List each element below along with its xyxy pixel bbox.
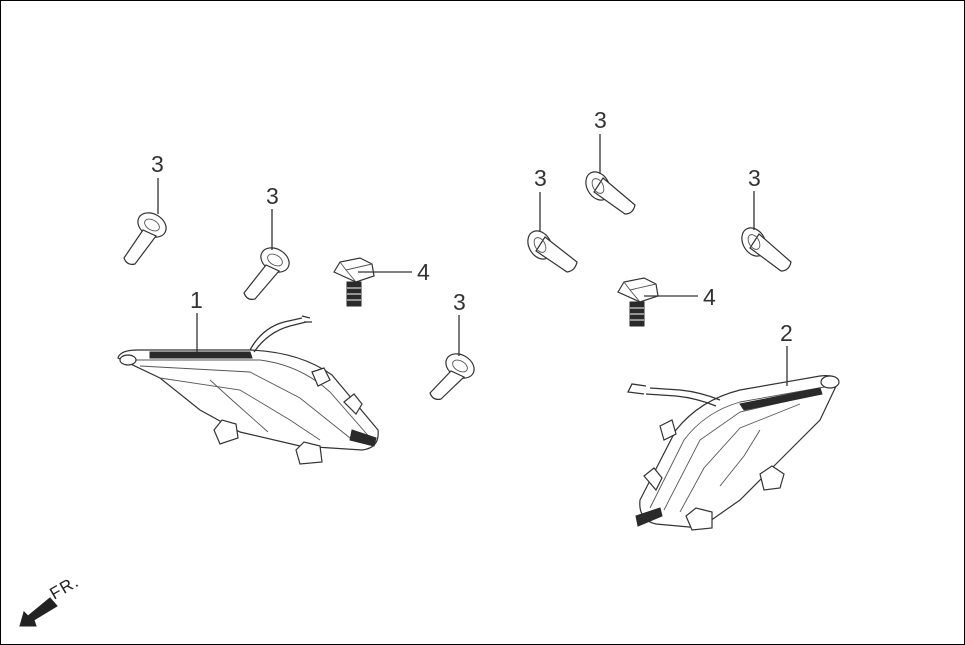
lamp-assembly-1 [117,315,379,465]
callout-lamp-2: 2 [780,320,793,346]
callout-lamp-1: 1 [190,287,203,313]
screw-3-b [243,247,290,300]
callout-bolt-4-a: 4 [417,259,430,285]
leader-lines [157,134,788,386]
front-arrow-icon [19,597,58,627]
screw-3-a [123,212,167,265]
lamp-assembly-2 [627,375,840,531]
screw-3-d [527,230,578,273]
callout-screw-3-c: 3 [453,289,466,315]
front-direction-label: FR. [47,572,83,604]
screw-3-f [741,227,792,272]
callout-screw-3-b: 3 [266,183,279,209]
callout-screw-3-f: 3 [748,165,761,191]
callout-bolt-4-b: 4 [703,284,716,310]
bolt-4-b [617,277,659,327]
callout-screw-3-a: 3 [151,151,164,177]
callout-screw-3-d: 3 [534,165,547,191]
screw-3-e [585,171,636,215]
bolt-4-a [333,257,375,307]
screw-3-c [429,353,475,400]
callout-screw-3-e: 3 [594,107,607,133]
